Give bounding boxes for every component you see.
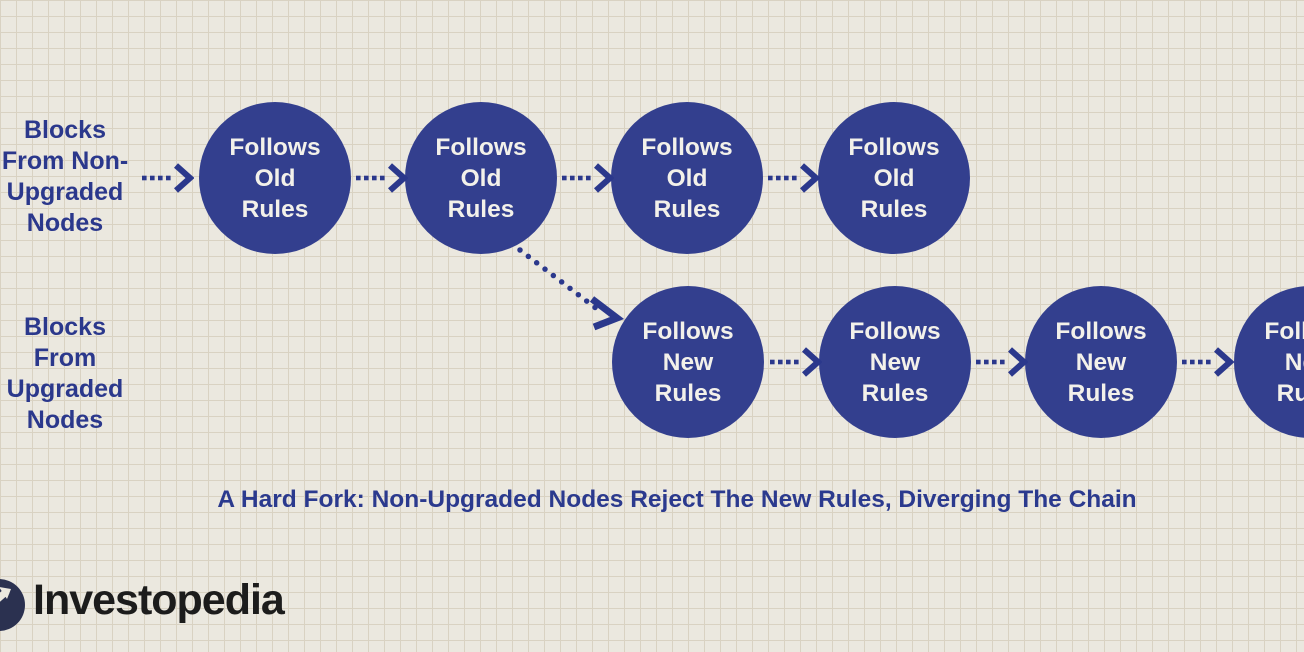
node-text-line: Follows bbox=[435, 133, 527, 161]
fork-diagonal-arrow-icon bbox=[505, 240, 630, 335]
node-text-line: Follows bbox=[1055, 317, 1147, 345]
node-text-line: New bbox=[869, 348, 921, 376]
node-old-rules-1: Follows Old Rules bbox=[199, 102, 351, 254]
label-line: Upgraded bbox=[6, 375, 124, 403]
node-old-rules-4: Follows Old Rules bbox=[818, 102, 970, 254]
node-text-line: Follows bbox=[849, 317, 941, 345]
node-text-line: Old bbox=[460, 164, 502, 192]
node-text-line: Old bbox=[254, 164, 296, 192]
label-line: Blocks bbox=[24, 313, 106, 341]
node-new-rules-4-clipped: Follows New Rules bbox=[1234, 286, 1304, 438]
dotted-arrow-icon bbox=[768, 162, 820, 194]
label-line: Blocks bbox=[24, 116, 106, 144]
node-text-line: Follows bbox=[1264, 317, 1304, 345]
node-text-line: Rules bbox=[1067, 379, 1135, 407]
node-text-line: Follows bbox=[642, 317, 734, 345]
node-new-rules-3: Follows New Rules bbox=[1025, 286, 1177, 438]
dotted-arrow-icon bbox=[562, 162, 614, 194]
label-line: From Non- bbox=[1, 147, 129, 175]
node-new-rules-2: Follows New Rules bbox=[819, 286, 971, 438]
node-text-line: Rules bbox=[654, 379, 722, 407]
investopedia-badge-icon bbox=[0, 579, 25, 631]
label-line: Nodes bbox=[26, 209, 104, 237]
dotted-arrow-icon bbox=[976, 346, 1028, 378]
label-non-upgraded-nodes: Blocks From Non- Upgraded Nodes bbox=[0, 115, 130, 239]
node-text-line: New bbox=[662, 348, 714, 376]
node-text-line: Rules bbox=[447, 195, 515, 223]
label-line: From bbox=[33, 344, 97, 372]
node-new-rules-1: Follows New Rules bbox=[612, 286, 764, 438]
node-text-line: New bbox=[1284, 348, 1304, 376]
investopedia-wordmark: Investopedia bbox=[33, 576, 285, 624]
dotted-arrow-icon bbox=[770, 346, 822, 378]
node-text-line: Rules bbox=[861, 379, 929, 407]
node-text-line: Old bbox=[666, 164, 708, 192]
node-text-line: Follows bbox=[848, 133, 940, 161]
node-text-line: Rules bbox=[860, 195, 928, 223]
node-text-line: Rules bbox=[653, 195, 721, 223]
label-line: Upgraded bbox=[6, 178, 124, 206]
node-text-line: New bbox=[1075, 348, 1127, 376]
node-text-line: Follows bbox=[641, 133, 733, 161]
label-line: Nodes bbox=[26, 406, 104, 434]
dotted-arrow-icon bbox=[1182, 346, 1234, 378]
node-text-line: Follows bbox=[229, 133, 321, 161]
node-text-line: Rules bbox=[241, 195, 309, 223]
dotted-arrow-icon bbox=[142, 162, 194, 194]
node-old-rules-3: Follows Old Rules bbox=[611, 102, 763, 254]
dotted-arrow-icon bbox=[356, 162, 408, 194]
node-text-line: Rules bbox=[1276, 379, 1304, 407]
node-old-rules-2: Follows Old Rules bbox=[405, 102, 557, 254]
label-upgraded-nodes: Blocks From Upgraded Nodes bbox=[0, 312, 130, 436]
diagram-caption: A Hard Fork: Non-Upgraded Nodes Reject T… bbox=[217, 486, 1137, 513]
node-text-line: Old bbox=[873, 164, 915, 192]
